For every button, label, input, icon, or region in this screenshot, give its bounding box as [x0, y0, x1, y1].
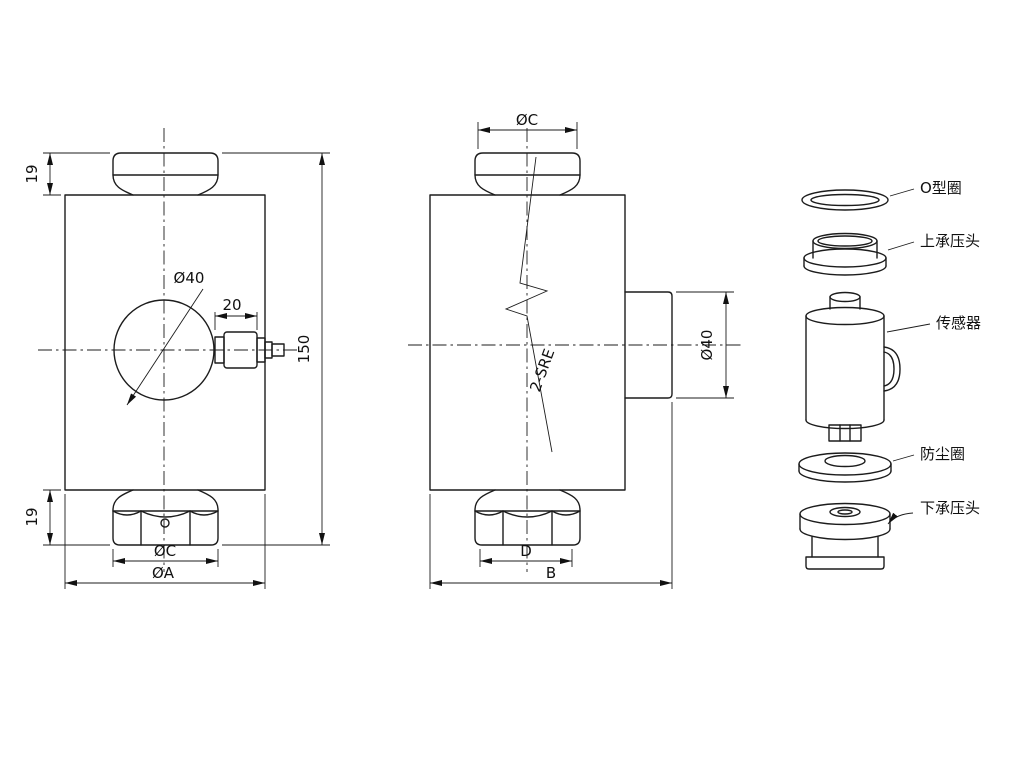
dim-top-cap-height-group: 19: [23, 152, 110, 196]
front-view: Ø40 20 19 19: [23, 128, 330, 589]
dim-overall-height-group: 150: [222, 152, 330, 546]
cable-connector: [214, 331, 285, 369]
dim-cap-diameter-group: ØC: [112, 542, 219, 567]
side-top-cap: [474, 152, 581, 196]
dust-ring-part: 防尘圈: [798, 445, 965, 483]
dim-base-width: D: [520, 542, 532, 560]
upper-head-label: 上承压头: [920, 232, 980, 250]
dim-overall-height: 150: [295, 335, 313, 364]
upper-head-leader: [887, 241, 915, 251]
lower-head-label: 下承压头: [920, 499, 980, 517]
thread-callout-leader: [504, 156, 553, 453]
side-body-outline: [429, 194, 626, 491]
o-ring-label: O型圈: [920, 179, 962, 197]
dim-overall-width-group: B: [429, 402, 673, 589]
lower-head-leader: [887, 512, 914, 525]
dim-cap-diameter: ØC: [154, 542, 176, 560]
front-bottom-nut: [112, 489, 219, 546]
dim-body-diameter-group: ØA: [64, 494, 266, 589]
dim-bottom-cap-height-group: 19: [23, 489, 110, 546]
dim-body-diameter: ØA: [152, 564, 175, 582]
lower-pressure-head-part: 下承压头: [799, 499, 980, 570]
exploded-view: O型圈 上承压头: [798, 179, 981, 570]
dim-top-cap-height: 19: [23, 164, 41, 183]
front-body-outline: [64, 194, 266, 491]
dim-connector-length: 20: [222, 296, 241, 314]
o-ring-leader: [889, 188, 915, 197]
dim-base-width-group: D: [479, 542, 573, 567]
front-center-circle: [113, 299, 215, 401]
dim-boss-diameter: Ø40: [698, 330, 716, 361]
o-ring-part: O型圈: [801, 179, 962, 211]
sensor-part: 传感器: [805, 291, 981, 442]
circle-diameter-leader: [126, 288, 204, 406]
dim-connector-length-group: 20: [214, 296, 258, 330]
thread-callout: 2-SRE: [526, 346, 558, 394]
side-bottom-nut: [474, 489, 581, 546]
upper-pressure-head-part: 上承压头: [803, 232, 980, 276]
dust-ring-leader: [892, 454, 915, 462]
front-top-cap: [112, 152, 219, 196]
side-view: 2-SRE ØC Ø40 D B: [408, 111, 744, 589]
connector-boss: [624, 291, 673, 399]
dim-boss-diameter-group: Ø40: [676, 291, 734, 399]
dim-overall-width: B: [546, 564, 556, 582]
dim-side-cap-diameter: ØC: [516, 111, 538, 129]
dust-ring-label: 防尘圈: [920, 445, 965, 463]
dim-circle-diameter: Ø40: [174, 269, 205, 287]
dim-bottom-cap-height: 19: [23, 507, 41, 526]
sensor-leader: [886, 323, 931, 333]
dim-side-cap-diameter-group: ØC: [477, 111, 578, 149]
sensor-label: 传感器: [936, 314, 981, 332]
